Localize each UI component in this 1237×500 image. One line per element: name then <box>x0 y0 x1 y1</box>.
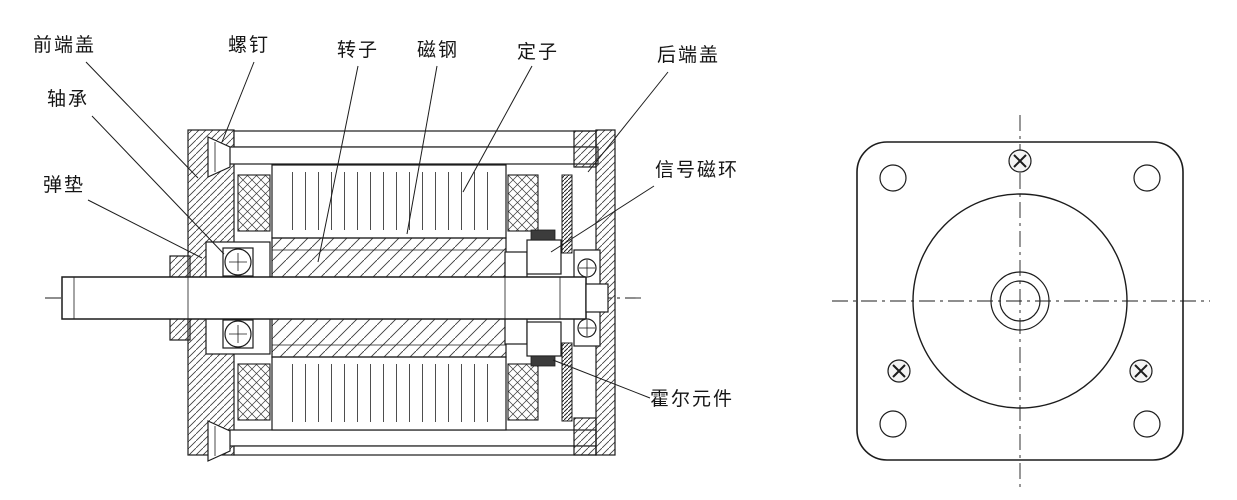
label-spring-washer: 弹垫 <box>43 174 86 196</box>
shaft-part <box>61 276 587 320</box>
leader-lines <box>85 61 669 399</box>
flange-outline <box>856 141 1184 461</box>
screw-head-top <box>207 136 231 178</box>
rear-cover-flange-bottom <box>573 417 597 456</box>
leader-rear-end-cover <box>587 71 669 173</box>
leader-rotor <box>317 65 359 263</box>
tie-screw-bottom <box>227 429 597 447</box>
stator-slots-bottom <box>281 364 497 422</box>
hall-mount-top <box>526 239 562 275</box>
winding-end-top-right <box>507 174 539 232</box>
phillips-screw-top <box>1008 149 1032 173</box>
winding-end-bottom-right <box>507 363 539 421</box>
screw-head-bottom <box>207 420 231 462</box>
signal-ring-magnet-top <box>530 229 556 241</box>
label-screw: 螺钉 <box>228 34 271 56</box>
leader-stator <box>462 65 533 193</box>
label-stator: 定子 <box>517 41 560 63</box>
hall-mount-bottom <box>526 321 562 357</box>
center-shaft-hole <box>999 280 1041 322</box>
label-rotor: 转子 <box>337 39 380 61</box>
cross-section-view <box>45 129 642 462</box>
shaft-rear-stub <box>585 283 609 313</box>
rear-cover-flange-top <box>573 130 597 168</box>
winding-end-bottom-left <box>237 363 271 421</box>
leader-front-end-cover <box>85 61 199 179</box>
mounting-hole-bottom-right <box>1133 410 1161 438</box>
stator-slots-top <box>281 172 497 230</box>
signal-magnetic-ring-top <box>561 174 573 254</box>
shaft-boss-circle <box>990 271 1050 331</box>
tie-screw-top <box>227 146 599 165</box>
front-bearing-race-bottom <box>222 319 254 349</box>
housing-shell-top <box>233 130 597 148</box>
motor-body-circle <box>912 193 1128 409</box>
label-magnet-steel: 磁钢 <box>417 39 460 61</box>
phillips-screw-bottom-right <box>1129 359 1153 383</box>
signal-magnetic-ring-bottom <box>561 342 573 422</box>
leader-magnet-steel <box>406 65 438 235</box>
label-bearing: 轴承 <box>47 88 90 110</box>
winding-end-top-left <box>237 174 271 232</box>
label-hall-element: 霍尔元件 <box>650 388 735 410</box>
mounting-hole-top-right <box>1133 164 1161 192</box>
leader-hall-element <box>552 359 651 399</box>
front-bearing-race-top <box>222 247 254 277</box>
front-view <box>832 115 1210 488</box>
leader-screw <box>221 61 255 143</box>
housing-shell-bottom <box>233 445 597 456</box>
phillips-screw-bottom-left <box>887 359 911 383</box>
leader-bearing <box>91 115 225 255</box>
label-signal-magnetic-ring: 信号磁环 <box>655 159 740 181</box>
mounting-hole-top-left <box>879 164 907 192</box>
hall-element-part <box>530 355 556 367</box>
label-rear-end-cover: 后端盖 <box>657 44 721 66</box>
leader-spring-washer <box>87 199 203 259</box>
mounting-hole-bottom-left <box>879 410 907 438</box>
leader-signal-magnetic-ring <box>550 185 655 253</box>
label-front-end-cover: 前端盖 <box>33 34 97 56</box>
